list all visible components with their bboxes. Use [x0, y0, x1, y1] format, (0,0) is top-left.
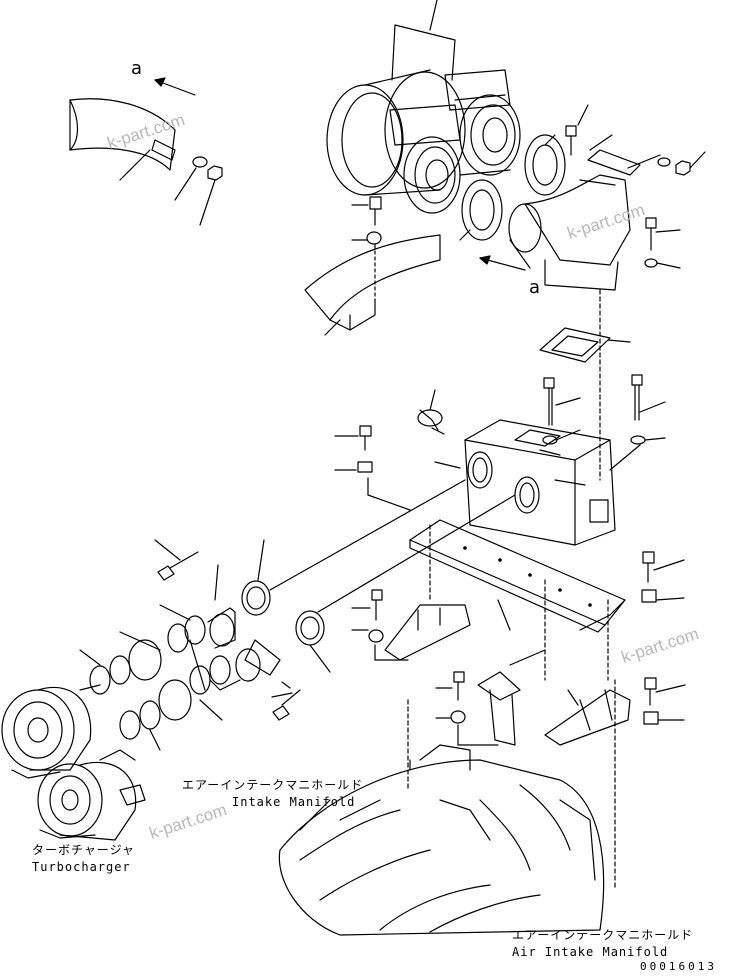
- gasket-ring-upper: [524, 134, 566, 196]
- bolt-and-washer-right-of-elbow: [644, 217, 681, 269]
- gasket-ring-lower: [459, 179, 503, 241]
- bolt-spacer-right: [641, 551, 685, 603]
- intake-connector-block: [434, 419, 641, 546]
- turbocharger-label-jp: ターボチャージャ: [32, 843, 136, 857]
- air-cleaner-assembly: [326, 0, 521, 214]
- hose-clamp-group: [79, 479, 516, 751]
- air-intake-manifold-label-jp: エアーインテークマニホールド: [512, 928, 694, 942]
- support-bracket-left: [351, 589, 471, 661]
- drawing-code: 00016013: [640, 960, 717, 973]
- elbow-duct: [508, 134, 661, 291]
- engine-intake-manifold: [278, 699, 605, 936]
- view-marker-a-right: a: [529, 277, 541, 298]
- turbocharger-drawing: [1, 686, 146, 841]
- turbocharger-label-en: Turbocharger: [32, 860, 131, 874]
- long-bolt-right: [630, 374, 666, 445]
- view-arrow-a-top: [154, 77, 196, 96]
- bolt-top-right: [565, 104, 589, 156]
- intake-manifold-label-en: Intake Manifold: [232, 795, 356, 809]
- support-bracket-right: [544, 599, 686, 891]
- pressure-sensor: [417, 389, 445, 435]
- washer-nut-upper-right: [657, 151, 706, 176]
- mounting-base-plate: [409, 519, 626, 681]
- air-cleaner-bracket: [304, 196, 441, 336]
- bolt-spacer-left: [334, 425, 411, 511]
- support-bracket-center: [435, 649, 546, 746]
- air-intake-manifold-label-en: Air Intake Manifold: [512, 945, 669, 959]
- heat-shield-cover: [69, 98, 223, 226]
- intake-manifold-label-jp: エアーインテークマニホールド: [182, 778, 364, 792]
- view-marker-a-top: a: [131, 58, 143, 79]
- view-arrow-a-right: [479, 239, 531, 271]
- flat-gasket: [539, 289, 631, 481]
- long-bolt-center: [542, 377, 581, 445]
